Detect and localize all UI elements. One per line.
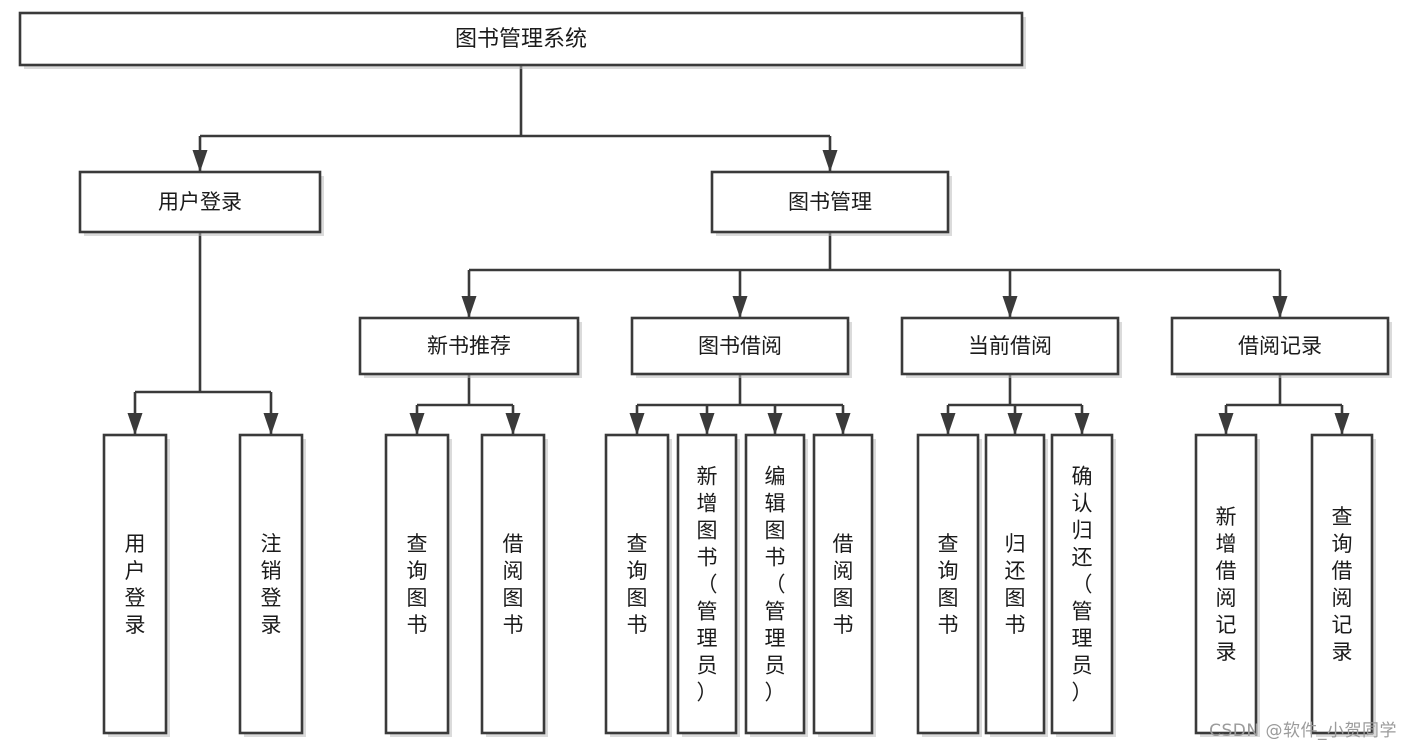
leaf-node-rect[interactable] [480, 433, 546, 735]
root-node-rect[interactable] [18, 11, 1024, 67]
leaf-node-label: 归还图书 [1005, 532, 1026, 637]
arrow-head-icon [409, 413, 425, 435]
level2-node-label: 图书管理 [788, 190, 872, 214]
leaf-node-rect[interactable] [744, 433, 806, 735]
leaf-node-label: 编辑图书（管理员） [765, 465, 786, 705]
leaf-node-rect[interactable] [604, 433, 670, 735]
leaf-node-13[interactable]: 查询借阅记录 [1310, 433, 1376, 737]
arrow-head-icon [699, 413, 715, 435]
level3-node-4[interactable]: 借阅记录 [1170, 316, 1392, 378]
leaf-node-label: 借阅图书 [503, 532, 524, 637]
leaf-node-label: 注销登录 [261, 532, 282, 637]
leaf-node-3[interactable]: 查询图书 [384, 433, 452, 737]
leaf-node-rect[interactable] [812, 433, 874, 735]
arrow-head-icon [1218, 413, 1234, 435]
arrow-head-icon [1334, 413, 1350, 435]
arrow-head-icon [1272, 296, 1288, 318]
leaf-node-label: 查询图书 [938, 532, 959, 637]
arrow-head-icon [263, 413, 279, 435]
level3-node-rect[interactable] [630, 316, 850, 376]
root-node-label: 图书管理系统 [455, 27, 587, 52]
leaf-node-rect[interactable] [102, 433, 168, 735]
arrow-head-icon [767, 413, 783, 435]
leaf-node-10[interactable]: 归还图书 [984, 433, 1048, 737]
level2-node-rect[interactable] [78, 170, 322, 234]
level3-node-label: 借阅记录 [1238, 334, 1322, 358]
level2-node-rect[interactable] [710, 170, 950, 234]
leaf-node-rect[interactable] [238, 433, 304, 735]
arrow-head-icon [127, 413, 143, 435]
arrow-head-icon [192, 150, 208, 172]
level3-node-rect[interactable] [1170, 316, 1390, 376]
arrow-head-icon [505, 413, 521, 435]
arrow-head-icon [1007, 413, 1023, 435]
leaf-node-label: 查询借阅记录 [1332, 505, 1353, 664]
level3-node-label: 新书推荐 [427, 334, 511, 358]
leaf-node-rect[interactable] [384, 433, 450, 735]
leaf-node-6[interactable]: 新增图书（管理员） [676, 433, 740, 737]
leaf-node-rect[interactable] [1310, 433, 1374, 735]
leaf-node-label: 确认归还（管理员） [1072, 465, 1093, 705]
arrow-head-icon [835, 413, 851, 435]
level3-node-label: 当前借阅 [968, 334, 1052, 358]
leaf-node-rect[interactable] [676, 433, 738, 735]
leaf-node-1[interactable]: 用户登录 [102, 433, 170, 737]
root-node-1[interactable]: 图书管理系统 [18, 11, 1026, 69]
level3-node-3[interactable]: 当前借阅 [900, 316, 1122, 378]
leaf-node-4[interactable]: 借阅图书 [480, 433, 548, 737]
leaf-node-12[interactable]: 新增借阅记录 [1194, 433, 1260, 737]
leaf-node-8[interactable]: 借阅图书 [812, 433, 876, 737]
arrow-head-icon [1002, 296, 1018, 318]
connector-layer [127, 65, 1350, 435]
arrow-head-icon [732, 296, 748, 318]
leaf-node-rect[interactable] [1050, 433, 1114, 735]
arrow-head-icon [822, 150, 838, 172]
leaf-node-rect[interactable] [984, 433, 1046, 735]
leaf-node-rect[interactable] [1194, 433, 1258, 735]
level3-node-rect[interactable] [358, 316, 580, 376]
leaf-node-9[interactable]: 查询图书 [916, 433, 982, 737]
leaf-node-label: 借阅图书 [833, 532, 854, 637]
level3-node-1[interactable]: 新书推荐 [358, 316, 582, 378]
arrow-head-icon [629, 413, 645, 435]
leaf-node-2[interactable]: 注销登录 [238, 433, 306, 737]
level3-node-rect[interactable] [900, 316, 1120, 376]
leaf-node-label: 新增图书（管理员） [697, 465, 718, 705]
leaf-node-label: 查询图书 [627, 532, 648, 637]
arrow-head-icon [940, 413, 956, 435]
leaf-node-rect[interactable] [916, 433, 980, 735]
level2-node-label: 用户登录 [158, 190, 242, 214]
arrow-head-icon [1074, 413, 1090, 435]
level3-node-label: 图书借阅 [698, 334, 782, 358]
leaf-node-5[interactable]: 查询图书 [604, 433, 672, 737]
node-layer: 图书管理系统用户登录图书管理新书推荐图书借阅当前借阅借阅记录用户登录注销登录查询… [18, 11, 1392, 737]
arrow-head-icon [461, 296, 477, 318]
leaf-node-label: 查询图书 [407, 532, 428, 637]
leaf-node-7[interactable]: 编辑图书（管理员） [744, 433, 808, 737]
level2-node-1[interactable]: 用户登录 [78, 170, 324, 236]
level2-node-2[interactable]: 图书管理 [710, 170, 952, 236]
leaf-node-label: 新增借阅记录 [1216, 505, 1237, 664]
leaf-node-label: 用户登录 [125, 532, 146, 637]
level3-node-2[interactable]: 图书借阅 [630, 316, 852, 378]
leaf-node-11[interactable]: 确认归还（管理员） [1050, 433, 1116, 737]
